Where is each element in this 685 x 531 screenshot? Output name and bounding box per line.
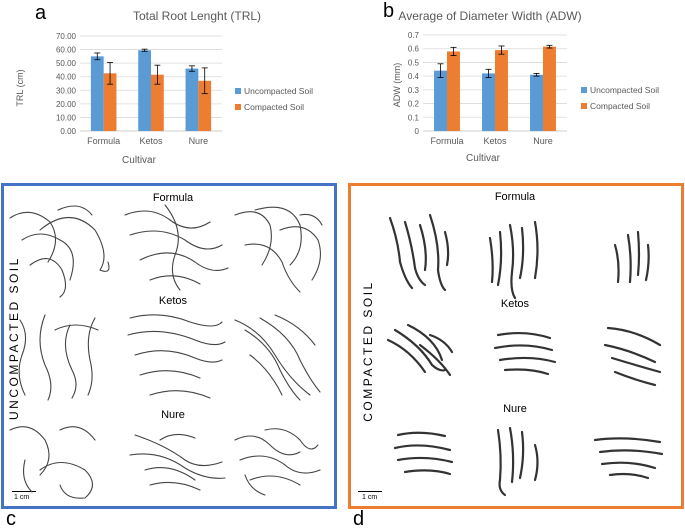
- legend-label: Uncompacted Soil: [244, 86, 313, 96]
- panel-letter-c: c: [6, 508, 16, 530]
- root-scan-ketos-3: [603, 326, 662, 387]
- bar-uncompacted-soil: [530, 74, 543, 131]
- panel-letter-d: d: [353, 508, 365, 530]
- scale-bar: [358, 491, 382, 492]
- x-axis-label: Cultivar: [122, 155, 157, 166]
- bar-uncompacted-soil: [434, 70, 447, 131]
- legend-label: Compacted Soil: [590, 101, 650, 111]
- x-tick-label: Nure: [189, 136, 209, 146]
- root-scan-formula-3: [234, 206, 323, 293]
- bar-compacted-soil: [103, 73, 117, 131]
- root-scan-formula-1: [388, 213, 450, 292]
- scale-bar-label: 1 cm: [14, 494, 30, 501]
- x-tick-label: Formula: [430, 136, 463, 146]
- bar-compacted-soil: [543, 46, 556, 131]
- bar-compacted-soil: [447, 51, 460, 132]
- root-scan-ketos-2: [493, 331, 557, 376]
- root-scan-formula-1: [9, 205, 110, 298]
- cultivar-label-nure: Nure: [503, 403, 527, 415]
- bar-compacted-soil: [198, 80, 212, 131]
- legend-swatch: [581, 87, 587, 93]
- x-tick-label: Nure: [533, 136, 553, 146]
- root-scan-ketos-1: [386, 323, 454, 377]
- bar-uncompacted-soil: [482, 73, 495, 131]
- root-scan-nure-2: [496, 426, 539, 497]
- panel-letter-b: b: [383, 0, 395, 22]
- root-scan-ketos-2: [127, 314, 226, 399]
- cultivar-label-formula: Formula: [494, 191, 536, 203]
- bar-uncompacted-soil: [90, 56, 104, 131]
- x-axis-label: Cultivar: [466, 153, 501, 164]
- y-tick-label: 0.5: [408, 58, 420, 67]
- bar-uncompacted-soil: [138, 50, 151, 131]
- cultivar-label-ketos: Ketos: [500, 298, 530, 310]
- y-tick-label: 10.00: [56, 113, 77, 122]
- chart-trl: Total Root Lenght (TRL) TRL (cm) Cultiva…: [15, 9, 313, 166]
- root-scan-formula-3: [613, 230, 650, 284]
- legend-label: Compacted Soil: [244, 102, 304, 112]
- y-tick-label: 0.00: [60, 127, 76, 136]
- panel-letter-a: a: [35, 2, 47, 24]
- y-tick-label: 30.00: [56, 86, 77, 95]
- chart-adw: Average of Diameter Width (ADW) ADW (mm)…: [392, 9, 659, 164]
- y-tick-label: 0.4: [408, 72, 420, 81]
- chart-title: Average of Diameter Width (ADW): [398, 9, 581, 23]
- root-scan-nure-3: [593, 437, 664, 480]
- chart-title: Total Root Lenght (TRL): [133, 9, 261, 23]
- root-scan-nure-1: [9, 426, 96, 499]
- root-scan-formula-2: [488, 220, 539, 300]
- compacted-scans-panel: [348, 183, 684, 509]
- y-axis-label: TRL (cm): [15, 69, 25, 106]
- bar-uncompacted-soil: [185, 68, 199, 131]
- legend-label: Uncompacted Soil: [590, 85, 659, 95]
- root-scan-ketos-1: [18, 314, 99, 401]
- y-tick-label: 0.3: [408, 86, 420, 95]
- root-scan-nure-1: [393, 431, 454, 476]
- root-scan-nure-3: [234, 428, 321, 496]
- scale-bar-label: 1 cm: [362, 494, 378, 501]
- y-tick-label: 0.1: [408, 113, 420, 122]
- scale-bar: [12, 491, 36, 492]
- cultivar-label-formula: Formula: [152, 192, 194, 204]
- x-tick-label: Ketos: [139, 136, 163, 146]
- x-tick-label: Formula: [87, 136, 120, 146]
- root-scan-ketos-3: [234, 314, 321, 401]
- y-tick-label: 40.00: [56, 73, 77, 82]
- bar-compacted-soil: [151, 74, 164, 131]
- x-tick-label: Ketos: [483, 136, 507, 146]
- y-tick-label: 60.00: [56, 46, 77, 55]
- bar-compacted-soil: [495, 50, 508, 132]
- y-tick-label: 50.00: [56, 59, 77, 68]
- legend-swatch: [235, 88, 241, 94]
- legend-swatch: [235, 104, 241, 110]
- root-scan-nure-2: [129, 433, 226, 491]
- y-tick-label: 0.2: [408, 100, 420, 109]
- y-tick-label: 0.7: [408, 31, 420, 40]
- y-tick-label: 0: [415, 127, 420, 136]
- y-tick-label: 0.6: [408, 45, 420, 54]
- cultivar-label-nure: Nure: [161, 409, 185, 421]
- y-tick-label: 20.00: [56, 100, 77, 109]
- y-tick-label: 70.00: [56, 32, 77, 41]
- cultivar-label-ketos: Ketos: [158, 295, 188, 307]
- uncompacted-scans-panel: [1, 183, 337, 509]
- y-axis-label: ADW (mm): [392, 63, 402, 108]
- root-scan-formula-2: [124, 204, 229, 291]
- legend-swatch: [581, 103, 587, 109]
